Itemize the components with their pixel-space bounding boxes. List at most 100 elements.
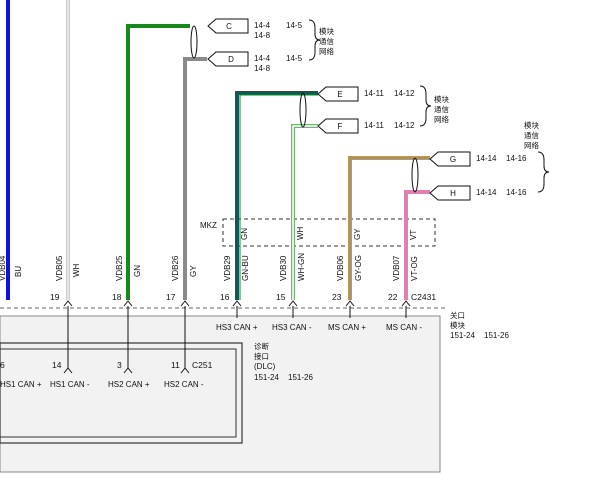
connector-letter: H xyxy=(450,189,456,198)
wire-color-vt-og: VT-OG xyxy=(410,256,419,281)
network-label-3: 模块 通信 网络 xyxy=(524,120,539,150)
connector-ref: 14-4 xyxy=(254,54,271,63)
dlc-pin-hs2-minus: HS2 CAN - xyxy=(164,380,204,389)
network-label-line: 模块 xyxy=(434,94,449,104)
dlc-outer-box xyxy=(0,342,243,444)
twist-marker-1 xyxy=(190,25,198,59)
mkz-label: MKZ xyxy=(200,221,217,230)
connector-ref: 14-8 xyxy=(254,31,271,40)
wire-id-vdb07: VDB07 xyxy=(392,255,401,281)
pin-number: 17 xyxy=(166,292,176,302)
wire-id-vdb05: VDB05 xyxy=(55,255,64,281)
network-label-line: 网络 xyxy=(434,114,449,124)
wire-color-gy: GY xyxy=(189,265,198,277)
connector-ref: 14-14 xyxy=(476,154,497,163)
connector-ref: 14-5 xyxy=(286,54,303,63)
connector-letter: F xyxy=(338,122,343,131)
dlc-name-line: 接口 xyxy=(254,351,269,361)
connector-ref: 14-11 xyxy=(364,121,384,130)
pin-number: 15 xyxy=(276,292,286,302)
wire-id-vdb30: VDB30 xyxy=(279,255,288,281)
gateway-name: 关口 模块 151-24 151-26 xyxy=(450,310,509,340)
brace-1 xyxy=(308,19,321,61)
dlc-pin-number: 6 xyxy=(0,360,5,370)
gateway-pin-labels: HS3 CAN + HS3 CAN - MS CAN + MS CAN - xyxy=(216,323,422,332)
pin-number: 18 xyxy=(112,292,122,302)
connector-ref: 14-16 xyxy=(506,154,527,163)
connector-ref: 14-14 xyxy=(476,188,497,197)
connector-d: D 14-4 14-8 14-5 xyxy=(207,51,303,73)
dlc-name-line: (DLC) xyxy=(254,362,276,371)
connector-ref: 14-4 xyxy=(254,21,271,30)
pin-number: 19 xyxy=(50,292,60,302)
wire-labels: VDB04 BU VDB05 WH VDB25 GN VDB26 GY VDB2… xyxy=(0,253,419,281)
wire-gy xyxy=(183,57,207,300)
network-label-line: 网络 xyxy=(524,140,539,150)
mkz-color-gy: GY xyxy=(353,228,362,240)
dlc-pin-hs1-minus: HS1 CAN - xyxy=(50,380,90,389)
connector-letter: E xyxy=(337,90,342,99)
dlc-ref: 151-26 xyxy=(288,373,313,382)
network-label-2: 模块 通信 网络 xyxy=(434,94,449,124)
connector-f: F 14-11 14-12 xyxy=(317,118,415,134)
network-label-line: 模块 xyxy=(319,26,334,36)
connector-ref: 14-5 xyxy=(286,21,303,30)
network-label-line: 通信 xyxy=(319,36,334,46)
connector-c: C 14-4 14-8 14-5 xyxy=(207,18,303,40)
gateway-module-box xyxy=(0,315,441,473)
network-label-line: 通信 xyxy=(434,104,449,114)
dlc-name-line: 诊断 xyxy=(254,341,269,351)
gateway-pin-hs3-minus: HS3 CAN - xyxy=(272,323,312,332)
network-label-line: 模块 xyxy=(524,120,539,130)
dlc-pin-numbers: 6 14 3 11 C251 xyxy=(0,360,213,370)
connector-letter: G xyxy=(450,155,456,164)
pin-number: 23 xyxy=(332,292,342,302)
gateway-connector-id: C2431 xyxy=(411,292,436,302)
twist-marker-2 xyxy=(299,92,307,128)
brace-3 xyxy=(537,151,550,193)
pin-number: 22 xyxy=(388,292,398,302)
gateway-ref: 151-26 xyxy=(484,331,509,340)
network-label-line: 网络 xyxy=(319,46,334,56)
wire-color-gy-og: GY-OG xyxy=(354,255,363,281)
dlc-arrows xyxy=(63,367,190,374)
twist-marker-3 xyxy=(411,157,419,193)
wire-color-wh-gn: WH-GN xyxy=(297,253,306,281)
mkz-color-vt: VT xyxy=(409,230,418,240)
wire-id-vdb29: VDB29 xyxy=(223,255,232,281)
connector-ref: 14-12 xyxy=(394,89,415,98)
pin-number: 16 xyxy=(220,292,230,302)
wire-id-vdb25: VDB25 xyxy=(115,255,124,281)
connector-h: H 14-14 14-16 xyxy=(429,185,527,201)
connector-ref: 14-11 xyxy=(364,89,384,98)
wire-color-gn-bu: GN-BU xyxy=(241,255,250,281)
dlc-name: 诊断 接口 (DLC) 151-24 151-26 xyxy=(254,341,313,382)
dlc-ref: 151-24 xyxy=(254,373,279,382)
pin-numbers: 19 18 17 16 15 23 22 C2431 xyxy=(50,292,436,302)
gateway-pin-ms-plus: MS CAN + xyxy=(328,323,366,332)
wire-color-wh: WH xyxy=(72,263,81,277)
connector-g: G 14-14 14-16 xyxy=(429,151,527,167)
connector-ref: 14-8 xyxy=(254,64,271,73)
connector-letter: D xyxy=(228,55,234,64)
wire-id-vdb06: VDB06 xyxy=(336,255,345,281)
wire-gn xyxy=(126,24,190,300)
mkz-color-wh: WH xyxy=(296,226,305,240)
gateway-pin-ms-minus: MS CAN - xyxy=(386,323,422,332)
wire-vt-og xyxy=(404,190,430,300)
dlc-pin-number: 14 xyxy=(52,360,62,370)
connector-e: E 14-11 14-12 xyxy=(317,86,415,102)
wire-id-vdb04: VDB04 xyxy=(0,255,7,281)
internal-lines xyxy=(67,306,407,368)
gateway-name-line: 模块 xyxy=(450,320,465,330)
network-label-1: 模块 通信 网络 xyxy=(319,26,334,56)
connector-ref: 14-16 xyxy=(506,188,527,197)
dlc-pin-number: 11 xyxy=(171,360,180,370)
wire-id-vdb26: VDB26 xyxy=(171,255,180,281)
gateway-pin-hs3-plus: HS3 CAN + xyxy=(216,323,258,332)
wire-color-gn: GN xyxy=(133,265,142,277)
dlc-inner-box xyxy=(0,348,237,438)
brace-2 xyxy=(419,85,432,127)
connector-letter: C xyxy=(226,22,232,31)
network-label-line: 通信 xyxy=(524,130,539,140)
